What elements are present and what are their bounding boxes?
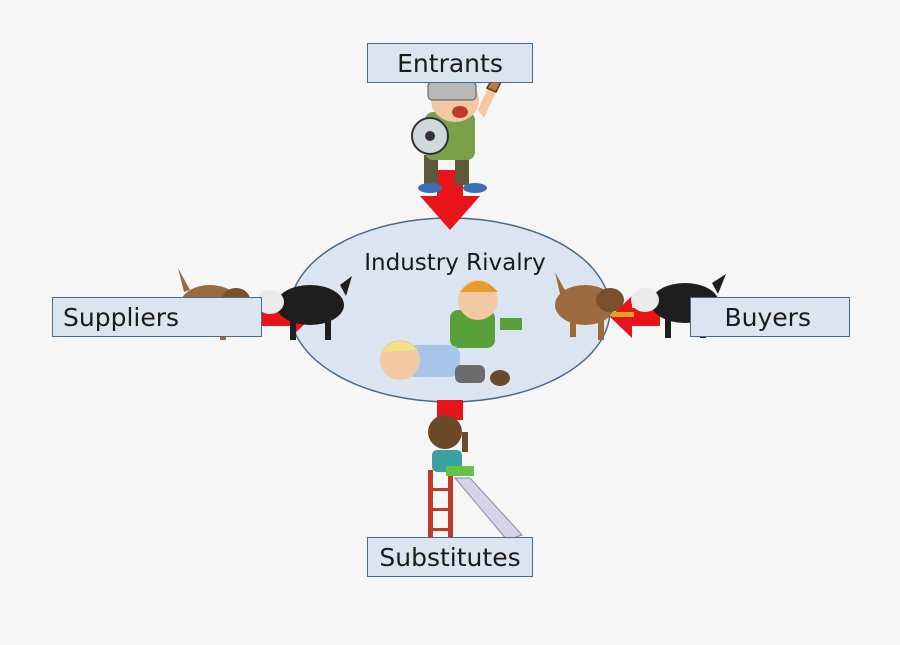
substitute-slide-illustration xyxy=(428,415,523,541)
rivalry-kids-illustration xyxy=(380,280,522,386)
suppliers-label: Suppliers xyxy=(63,302,180,332)
entrants-box: Entrants xyxy=(367,43,533,83)
substitutes-box: Substitutes xyxy=(367,537,533,577)
substitutes-label: Substitutes xyxy=(379,542,521,572)
buyers-box: Buyers xyxy=(690,297,850,337)
arrow-entrants xyxy=(420,170,480,230)
suppliers-box: Suppliers xyxy=(52,297,262,337)
buyers-label: Buyers xyxy=(724,302,811,332)
entrants-label: Entrants xyxy=(397,48,503,78)
industry-rivalry-label: Industry Rivalry xyxy=(364,250,546,276)
arrow-buyers xyxy=(610,296,660,338)
arrow-substitutes xyxy=(437,400,463,420)
